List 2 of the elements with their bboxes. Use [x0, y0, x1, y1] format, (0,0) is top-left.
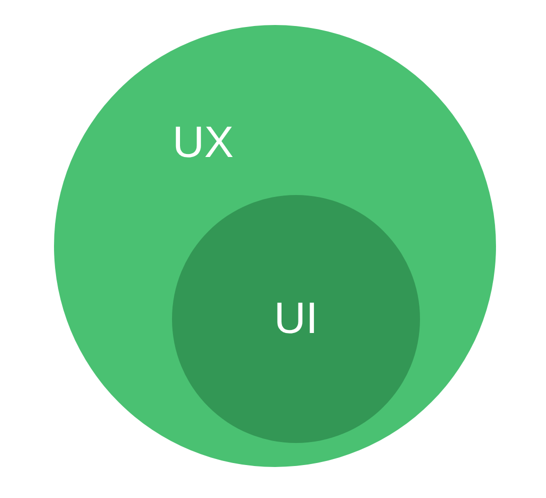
circle-label: UX: [172, 121, 234, 165]
circle-label: UI: [274, 297, 318, 341]
